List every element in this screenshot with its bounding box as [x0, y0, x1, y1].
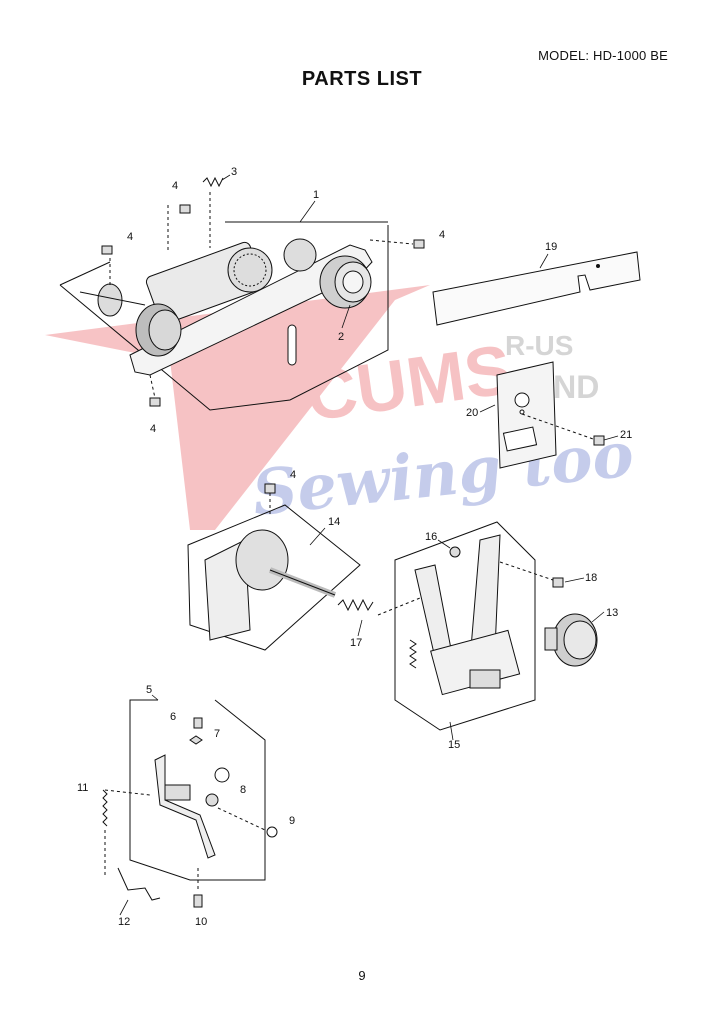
callout-9: 9	[289, 815, 295, 827]
callout-6: 6	[170, 711, 176, 723]
callout-16: 16	[425, 531, 437, 543]
callout-13: 13	[606, 607, 618, 619]
callout-10: 10	[195, 916, 207, 928]
watermark-word-rus: R-US	[505, 330, 573, 361]
callout-14: 14	[328, 516, 340, 528]
callout-5: 5	[146, 684, 152, 696]
part-20-cover	[496, 361, 605, 469]
part-1-main-mechanism	[59, 176, 425, 411]
callout-21: 21	[620, 429, 632, 441]
callout-4d: 4	[150, 423, 156, 435]
callout-labels: 1 2 3 4 4 4 4 4 4 5 6 7 8 9 10 11 12 13 …	[77, 166, 632, 928]
callout-leaders	[119, 174, 619, 916]
page-title: PARTS LIST	[301, 68, 423, 90]
callout-20: 20	[466, 407, 478, 419]
callout-4b: 4	[127, 231, 133, 243]
model-label: MODEL: HD-1000 BE	[538, 48, 668, 63]
callout-12: 12	[118, 916, 130, 928]
callout-17: 17	[350, 637, 362, 649]
callout-11: 11	[77, 782, 88, 794]
callout-2: 2	[338, 331, 344, 343]
part-19-plate	[432, 251, 641, 326]
screw-icon	[101, 204, 425, 407]
callout-3: 3	[231, 166, 237, 178]
part-5-switch-assembly	[102, 699, 278, 908]
callout-19: 19	[545, 241, 557, 253]
callout-4e: 4	[290, 469, 296, 481]
callout-4c: 4	[439, 229, 445, 241]
page-number: 9	[358, 968, 366, 983]
part-15-lever-assembly	[394, 521, 598, 731]
part-14-cam-assembly	[187, 483, 421, 651]
callout-15: 15	[448, 739, 460, 751]
callout-18: 18	[585, 572, 597, 584]
callout-1: 1	[313, 189, 319, 201]
callout-7: 7	[214, 728, 220, 740]
callout-8: 8	[240, 784, 246, 796]
callout-4a: 4	[172, 180, 178, 192]
